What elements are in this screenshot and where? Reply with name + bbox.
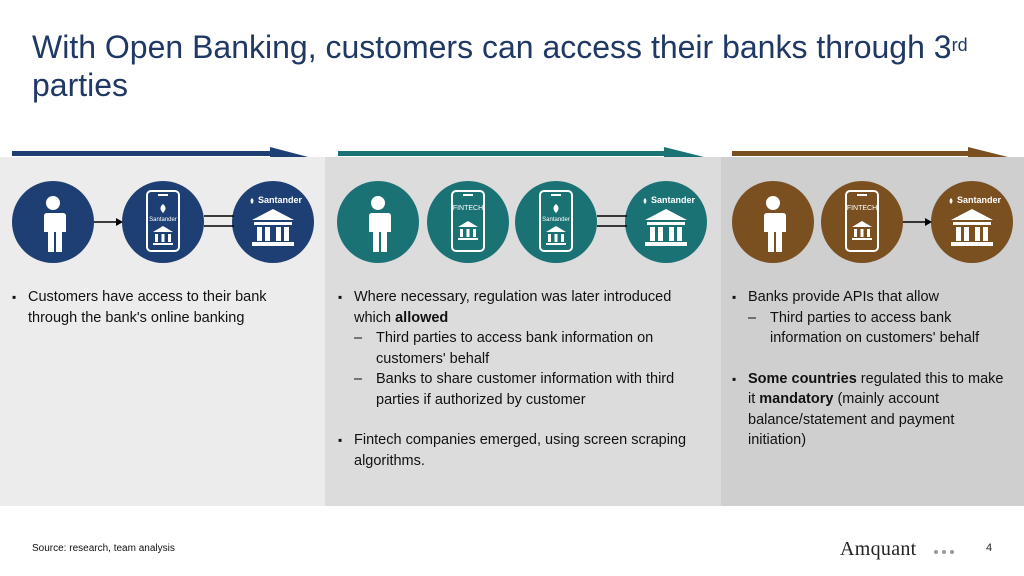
source-note: Source: research, team analysis	[32, 543, 175, 554]
customer-icon	[337, 181, 419, 263]
bank-icon: Santander	[931, 181, 1013, 263]
sub-bullet-item: Third parties to access bank information…	[338, 328, 710, 369]
arrow-blue	[12, 147, 312, 158]
customer-icon	[12, 181, 94, 263]
connector-arrow-1	[94, 218, 123, 226]
col2-bullets: Where necessary, regulation was later in…	[338, 287, 710, 471]
bank-icon: Santander	[625, 181, 707, 263]
phone-fintech-icon: FINTECH	[821, 181, 903, 263]
bank-label: Santander	[651, 195, 696, 205]
bullet-item: Where necessary, regulation was later in…	[338, 287, 710, 328]
company-logo: Amquant	[840, 538, 917, 560]
bullet-item: Fintech companies emerged, using screen …	[338, 430, 710, 471]
arrow-brown	[732, 147, 1012, 158]
bullet-item: Customers have access to their bank thro…	[12, 287, 317, 328]
bank-label: Santander	[957, 195, 1002, 205]
connector-arrow-3	[903, 218, 932, 226]
page-number: 4	[986, 542, 993, 554]
fintech-label: FINTECH	[453, 205, 483, 212]
bullet-item: Banks provide APIs that allow	[732, 287, 1012, 308]
sub-bullet-item: Third parties to access bank information…	[732, 308, 1012, 349]
bank-icon: Santander	[232, 181, 314, 263]
arrow-teal	[338, 147, 708, 158]
customer-icon	[732, 181, 814, 263]
col3-bullets: Banks provide APIs that allow Third part…	[732, 287, 1012, 451]
phone-bank-label: Santander	[149, 217, 177, 223]
bullet-item: Some countries regulated this to make it…	[732, 369, 1012, 451]
phone-bank-icon: Santander	[515, 181, 597, 263]
phone-bank-icon: Santander	[122, 181, 204, 263]
sub-bullet-item: Banks to share customer information with…	[338, 369, 710, 410]
col1-bullets: Customers have access to their bank thro…	[12, 287, 317, 328]
page-title: With Open Banking, customers can access …	[32, 29, 968, 103]
phone-bank-label: Santander	[542, 217, 570, 223]
connector-link-1	[204, 215, 234, 227]
fintech-label: FINTECH	[847, 205, 877, 212]
logo-dots	[934, 550, 954, 554]
bank-label: Santander	[258, 195, 303, 205]
connector-link-2	[597, 215, 627, 227]
phone-fintech-icon: FINTECH	[427, 181, 509, 263]
